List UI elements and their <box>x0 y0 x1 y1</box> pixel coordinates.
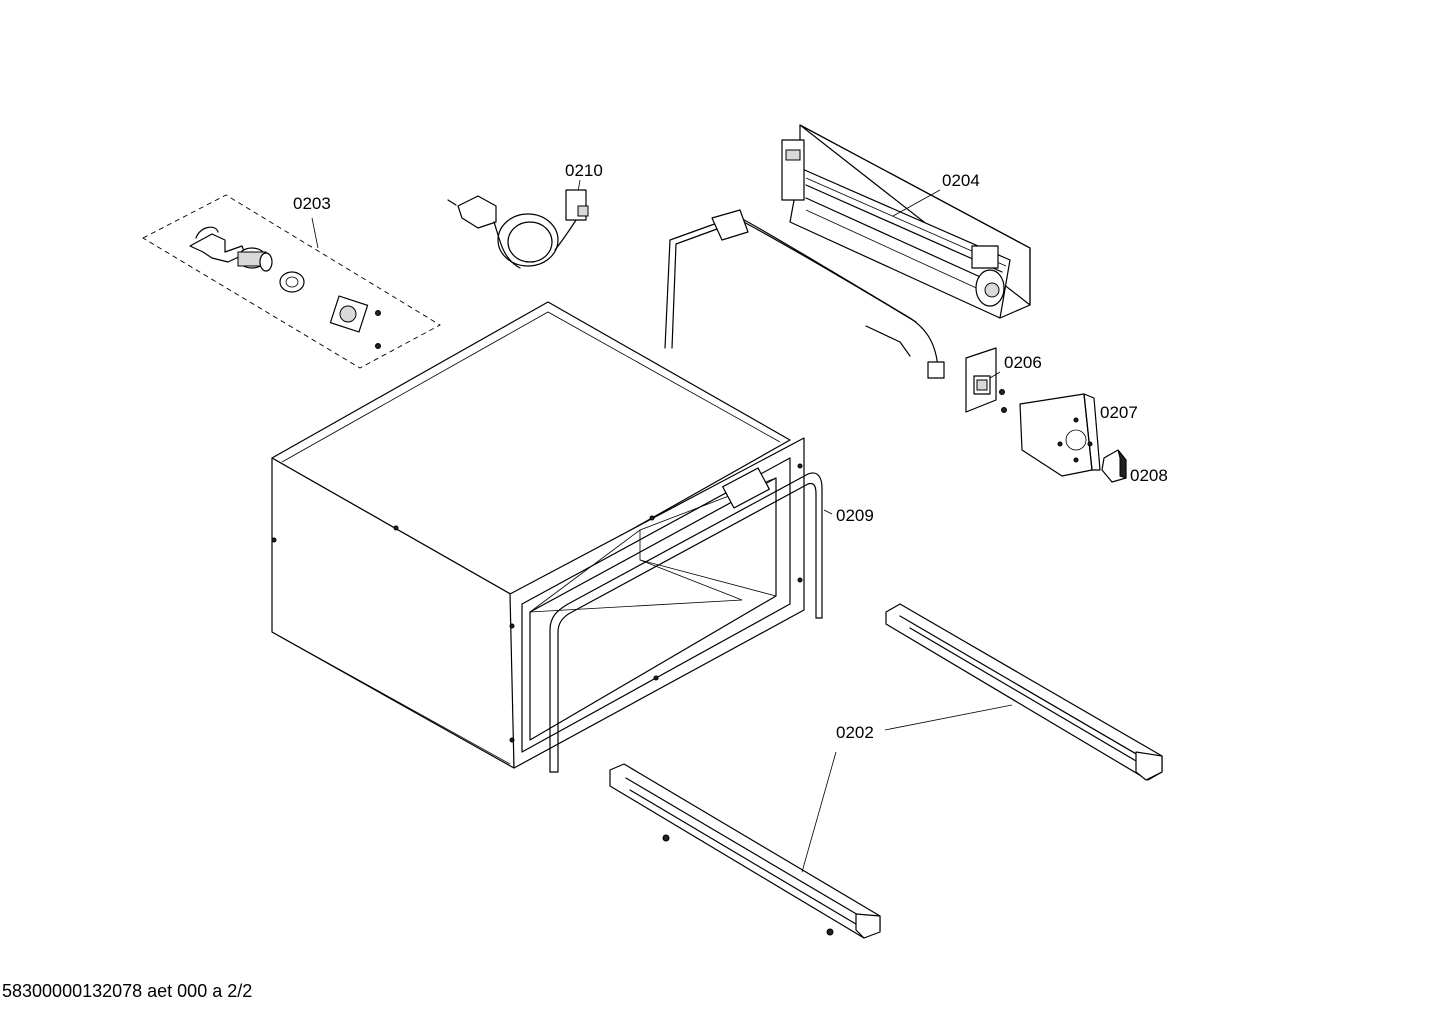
part-0202-rail-right <box>884 603 1163 781</box>
label-0209: 0209 <box>836 506 874 525</box>
label-0208: 0208 <box>1130 466 1168 485</box>
label-0206: 0206 <box>1004 353 1042 372</box>
label-0202: 0202 <box>836 723 874 742</box>
part-0209-seal <box>549 472 833 773</box>
part-0204-fan-assembly <box>664 124 1031 379</box>
part-0203-latch-kit <box>142 194 441 369</box>
housing-body <box>271 301 805 769</box>
label-0210: 0210 <box>565 161 603 180</box>
part-0210-power-cable <box>447 179 589 269</box>
label-0204: 0204 <box>942 171 980 190</box>
part-0206-switch <box>965 347 1007 413</box>
part-0202-rail-left <box>609 751 881 939</box>
document-id: 58300000132078 aet 000 a 2/2 <box>2 981 253 1001</box>
part-0208-knob <box>1101 449 1127 483</box>
label-0207: 0207 <box>1100 403 1138 422</box>
label-0203: 0203 <box>293 194 331 213</box>
part-0207-panel-bracket <box>1019 393 1101 477</box>
